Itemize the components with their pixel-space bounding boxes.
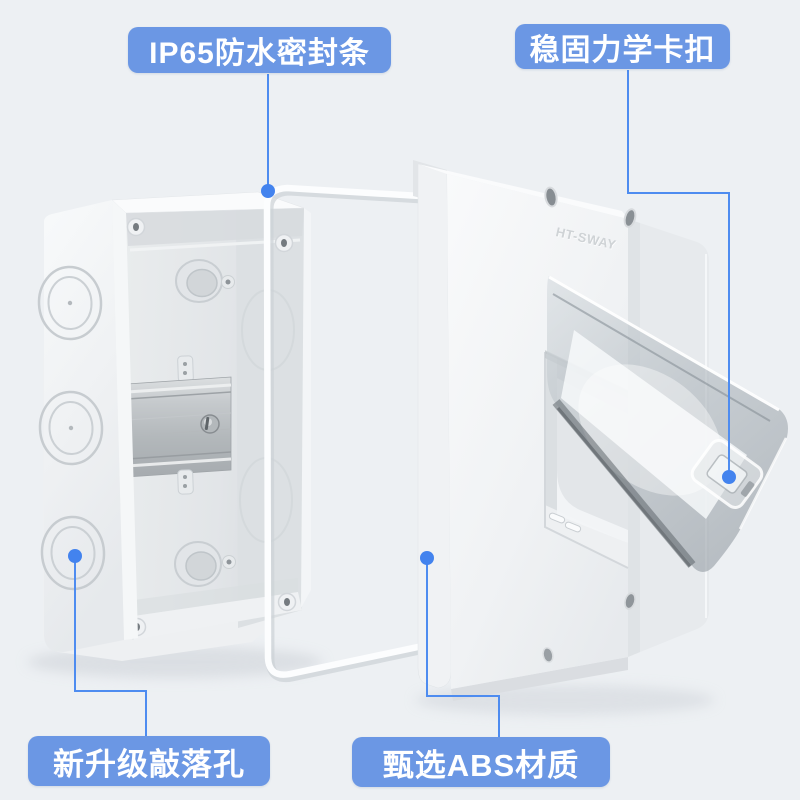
din-rail [126,355,232,495]
callout-line-knockout [74,556,147,736]
junction-box-base [27,191,323,678]
front-rim [112,200,138,640]
callout-label-abs: 甄选ABS材质 [352,737,610,787]
cover-bottom-edge [451,657,628,701]
right-rim [301,208,311,608]
callout-label-seal: IP65防水密封条 [128,27,391,73]
rail-mount-tab [177,355,194,383]
cover-top-edge [418,164,628,219]
callout-dot-abs [420,551,434,565]
callout-dot-seal [261,184,275,198]
box-side-face [44,200,124,653]
cover-left-face [417,163,452,689]
callout-dots [68,184,736,565]
callout-line-abs [426,558,500,737]
callout-dot-buckle [722,470,736,484]
callout-dot-knockout [68,549,82,563]
vent-slot [548,512,566,524]
interior-bottom-shade [134,578,298,616]
cover-panel: HT-SWAY HT-SWAY [413,160,715,715]
rail-mount-tab [177,469,194,495]
interior-knockout-boss-bottom [174,541,236,587]
transparent-window [545,275,788,573]
callout-label-buckle: 稳固力学卡扣 [515,24,730,69]
interior-knockout-boss-top [175,259,235,303]
interior-top-shade [126,208,304,246]
callout-label-knockout: 新升级敲落孔 [28,736,270,786]
callout-line-buckle [627,70,730,477]
interior-floor [134,592,302,640]
callout-lines [74,70,730,737]
vent-slot [564,521,582,533]
cover-screw-holes [542,186,637,663]
